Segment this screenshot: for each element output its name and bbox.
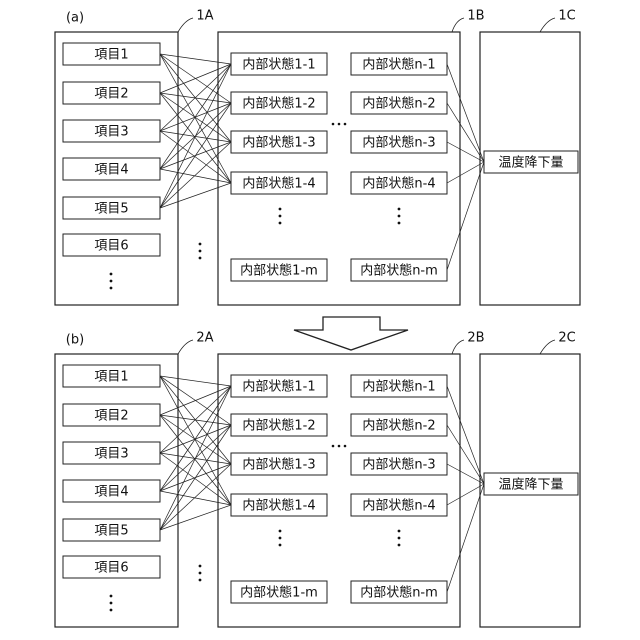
state-label: 内部状態1-2 <box>242 418 315 434</box>
state-label: 内部状態n-1 <box>362 57 435 73</box>
input-ref-leader <box>178 18 193 32</box>
panel-b: (b) 2A 2B 2C 項目1 項目2 項目3 項目4 項目5 項目6 内部状態1-1 内部状態1-… <box>55 331 580 628</box>
input-item-label: 項目6 <box>94 239 128 254</box>
panel-a: (a) 1A 1B 1C 項目1 項目2 項目3 項目4 項目5 項目6 内部状態1-1 内部状態1-… <box>55 9 580 306</box>
state-columns-ellipsis <box>332 445 347 448</box>
state-label-last: 内部状態1-m <box>240 585 318 601</box>
input-item-label: 項目5 <box>94 524 128 539</box>
state-label: 内部状態n-3 <box>362 135 435 151</box>
output-node-label: 温度降下量 <box>498 155 563 171</box>
state-ref-label: 2B <box>467 331 484 346</box>
state-label: 内部状態1-4 <box>242 498 315 514</box>
state-label: 内部状態1-1 <box>242 57 315 73</box>
input-side-ellipsis <box>199 243 202 260</box>
panel-label: (b) <box>66 333 84 348</box>
input-item-label: 項目4 <box>94 485 128 500</box>
output-ref-leader <box>540 340 555 354</box>
state-label: 内部状態n-3 <box>362 457 435 473</box>
state-label: 内部状態1-3 <box>242 457 315 473</box>
panel-label: (a) <box>66 11 84 26</box>
state-ref-leader <box>452 340 464 354</box>
input-item-label: 項目3 <box>94 125 128 140</box>
state-label: 内部状態1-4 <box>242 176 315 192</box>
state-label-last: 内部状態n-m <box>360 585 438 601</box>
output-node-label: 温度降下量 <box>498 477 563 493</box>
state-label: 内部状態n-2 <box>362 418 435 434</box>
state-label: 内部状態n-2 <box>362 96 435 112</box>
input-item-label: 項目5 <box>94 202 128 217</box>
state-label-last: 内部状態n-m <box>360 263 438 279</box>
state-label: 内部状態1-3 <box>242 135 315 151</box>
output-ref-leader <box>540 18 555 32</box>
input-item-label: 項目6 <box>94 561 128 576</box>
input-ref-leader <box>178 340 193 354</box>
input-ref-label: 2A <box>196 331 213 346</box>
state-ref-label: 1B <box>467 9 484 24</box>
input-side-ellipsis <box>199 565 202 582</box>
output-ref-label: 2C <box>558 331 575 346</box>
state-label: 内部状態1-1 <box>242 379 315 395</box>
state-label: 内部状態n-4 <box>362 176 435 192</box>
transition-arrow-icon <box>294 317 408 350</box>
input-item-label: 項目1 <box>94 370 128 385</box>
state-label: 内部状態n-4 <box>362 498 435 514</box>
state-ref-leader <box>452 18 464 32</box>
state-columns-ellipsis <box>332 123 347 126</box>
input-item-label: 項目2 <box>94 87 128 102</box>
state-label: 内部状態n-1 <box>362 379 435 395</box>
input-ref-label: 1A <box>196 9 213 24</box>
output-ref-label: 1C <box>558 9 575 24</box>
state-label-last: 内部状態1-m <box>240 263 318 279</box>
input-item-label: 項目2 <box>94 409 128 424</box>
input-item-label: 項目3 <box>94 447 128 462</box>
input-item-label: 項目4 <box>94 163 128 178</box>
input-item-label: 項目1 <box>94 48 128 63</box>
state-label: 内部状態1-2 <box>242 96 315 112</box>
